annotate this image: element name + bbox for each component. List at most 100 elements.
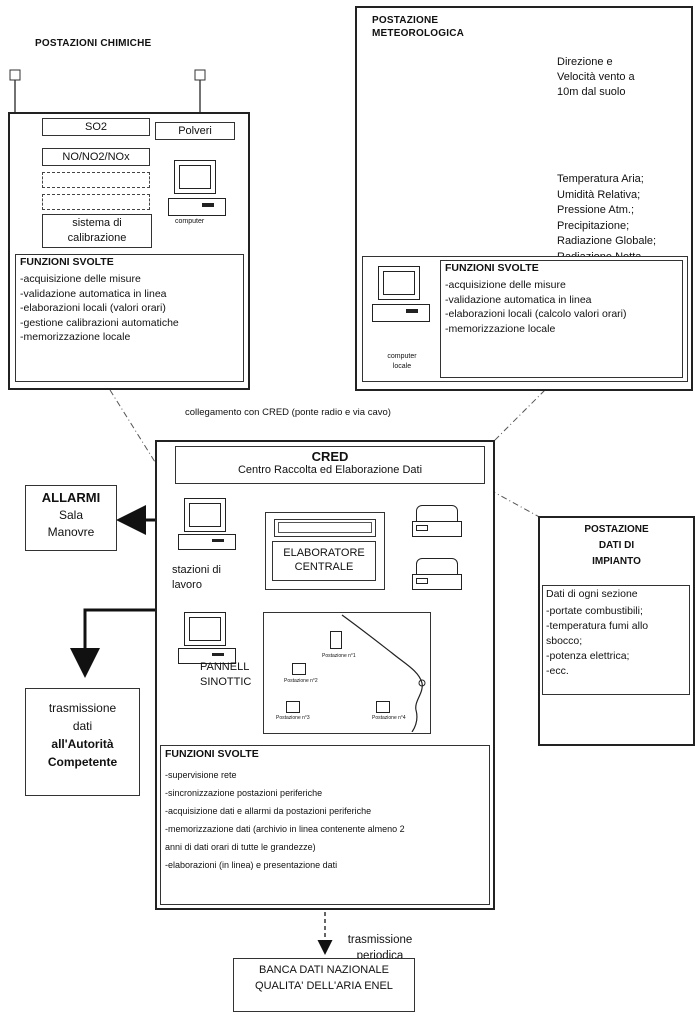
function-item: -validazione automatica in linea <box>20 287 167 300</box>
link-line-meteo <box>489 389 546 446</box>
link-line-chemical <box>109 389 161 471</box>
central-processor-label: ELABORATORE CENTRALE <box>272 541 376 581</box>
plant-item: -ecc. <box>546 665 569 677</box>
cred-functions-box <box>160 745 490 905</box>
meteo-param: Temperatura Aria; <box>557 173 644 185</box>
function-item: -elaborazioni (in linea) e presentazione… <box>165 860 338 870</box>
analyzer-dust: Polveri <box>155 122 235 140</box>
chemical-functions-list: -acquisizione delle misure -validazione … <box>20 272 179 345</box>
calibration-system: sistema di calibrazione <box>42 214 152 248</box>
meteo-param: Umidità Relativa; <box>557 188 641 201</box>
link-line-plant <box>489 489 546 521</box>
plant-title-1: POSTAZIONE <box>584 524 649 535</box>
station-marker-icon <box>330 631 342 649</box>
function-item: -supervisione rete <box>165 770 237 780</box>
wind-text: Direzione e Velocità vento a 10m dal suo… <box>557 55 635 100</box>
wind-line: 10m dal suolo <box>557 86 626 98</box>
map-station-label: Postazione n°1 <box>322 653 356 659</box>
plant-items-list: -portate combustibili; -temperatura fumi… <box>546 604 648 679</box>
plant-title-3: IMPIANTO <box>592 556 641 567</box>
chemical-functions-box <box>15 254 244 382</box>
central-label-2: CENTRALE <box>294 561 354 573</box>
meteo-functions-box <box>440 260 683 378</box>
meteo-station-title-1: POSTAZIONE <box>372 15 439 26</box>
authority-line2: dati <box>72 719 93 733</box>
function-item: -memorizzazione locale <box>445 322 556 335</box>
function-item: -elaborazioni locali (calcolo valori ora… <box>445 308 627 320</box>
authority-line1: trasmissione <box>48 701 117 715</box>
alarms-line3: Manovre <box>47 525 95 539</box>
alarms-box: ALLARMI Sala Manovre <box>25 485 117 551</box>
station-marker-icon <box>292 663 306 675</box>
cred-functions-title: FUNZIONI SVOLTE <box>165 748 259 760</box>
analyzer-slot-empty <box>42 194 150 210</box>
meteo-computer-label-2: locale <box>392 363 412 370</box>
panel-label-1: PANNELL <box>200 661 250 673</box>
arrow-authority <box>70 608 160 678</box>
meteo-computer-label-1: computer <box>387 353 417 360</box>
plant-item: -portate combustibili; <box>546 605 643 617</box>
national-database-box: BANCA DATI NAZIONALE QUALITA' DELL'ARIA … <box>233 958 415 1012</box>
alarms-title: ALLARMI <box>41 490 101 505</box>
function-item: -memorizzazione locale <box>20 331 131 343</box>
synoptic-panel-label: PANNELL SINOTTIC <box>200 660 251 690</box>
workstations-label: stazioni di lavoro <box>172 563 221 593</box>
workstations-label-2: lavoro <box>172 579 202 591</box>
meteo-params: Temperatura Aria; Umidità Relativa; Pres… <box>557 172 656 265</box>
function-item: anni di dati orari di tutte le grandezze… <box>165 842 316 852</box>
function-item: -elaborazioni locali (valori orari) <box>20 302 166 314</box>
central-processor: ELABORATORE CENTRALE <box>265 512 385 590</box>
meteo-param: Precipitazione; <box>557 219 630 232</box>
function-item: -acquisizione dati e allarmi da postazio… <box>165 806 372 816</box>
station-marker-icon <box>376 701 390 713</box>
national-db-line2: QUALITA' DELL'ARIA ENEL <box>255 980 393 992</box>
plant-intro: Dati di ogni sezione <box>546 588 638 600</box>
map-station-label: Postazione n°4 <box>372 715 406 721</box>
meteo-station-title-2: METEOROLOGICA <box>372 28 465 39</box>
chemical-station-title: POSTAZIONI CHIMICHE <box>35 38 152 49</box>
coastline-map <box>341 614 426 733</box>
analyzer-slot-empty <box>42 172 150 188</box>
meteo-param: Pressione Atm.; <box>557 204 635 216</box>
station-marker-icon <box>286 701 300 713</box>
cred-subtitle: Centro Raccolta ed Elaborazione Dati <box>237 464 423 476</box>
alarms-line2: Sala <box>58 508 84 522</box>
wind-line: Direzione e <box>557 56 613 68</box>
cred-header: CRED Centro Raccolta ed Elaborazione Dat… <box>175 446 485 484</box>
cred-title: CRED <box>311 449 349 464</box>
panel-label-2: SINOTTIC <box>200 676 252 688</box>
computer-label: computer <box>175 218 205 225</box>
cred-functions-list: -supervisione rete -sincronizzazione pos… <box>165 766 405 874</box>
plant-data-box <box>542 585 690 695</box>
authority-transmission-box: trasmissione dati all'Autorità Competent… <box>25 688 140 796</box>
periodic-line1: trasmissione <box>347 934 413 946</box>
meteo-computer-label: computer locale <box>372 352 432 372</box>
plant-station-title: POSTAZIONE DATI DI IMPIANTO <box>548 522 685 570</box>
function-item: -sincronizzazione postazioni periferiche <box>165 788 323 798</box>
function-item: -acquisizione delle misure <box>445 279 566 291</box>
plant-title-2: DATI DI <box>598 540 635 551</box>
analyzer-so2: SO2 <box>42 118 150 136</box>
link-label: collegamento con CRED (ponte radio e via… <box>185 407 391 418</box>
plant-item: -potenza elettrica; <box>546 650 630 662</box>
map-station-label: Postazione n°2 <box>284 678 318 684</box>
function-item: -memorizzazione dati (archivio in linea … <box>165 824 405 834</box>
wind-line: Velocità vento a <box>557 71 635 83</box>
function-item: -validazione automatica in linea <box>445 293 592 306</box>
function-item: -acquisizione delle misure <box>20 273 141 285</box>
map-station-label: Postazione n°3 <box>276 715 310 721</box>
meteo-functions-title: FUNZIONI SVOLTE <box>445 262 539 274</box>
plant-item: sbocco; <box>546 635 583 647</box>
function-item: -gestione calibrazioni automatiche <box>20 316 179 329</box>
analyzer-nox: NO/NO2/NOx <box>42 148 150 166</box>
meteo-functions-list: -acquisizione delle misure -validazione … <box>445 278 627 336</box>
plant-item: -temperatura fumi allo <box>546 620 649 632</box>
central-label-1: ELABORATORE <box>283 547 365 559</box>
synoptic-panel: Postazione n°1 Postazione n°2 Postazione… <box>263 612 431 734</box>
authority-line4: Competente <box>47 755 118 769</box>
chemical-functions-title: FUNZIONI SVOLTE <box>20 256 114 268</box>
meteo-param: Radiazione Globale; <box>557 235 657 247</box>
authority-line3: all'Autorità <box>51 737 114 751</box>
workstations-label-1: stazioni di <box>172 564 221 576</box>
national-db-line1: BANCA DATI NAZIONALE <box>259 964 389 976</box>
